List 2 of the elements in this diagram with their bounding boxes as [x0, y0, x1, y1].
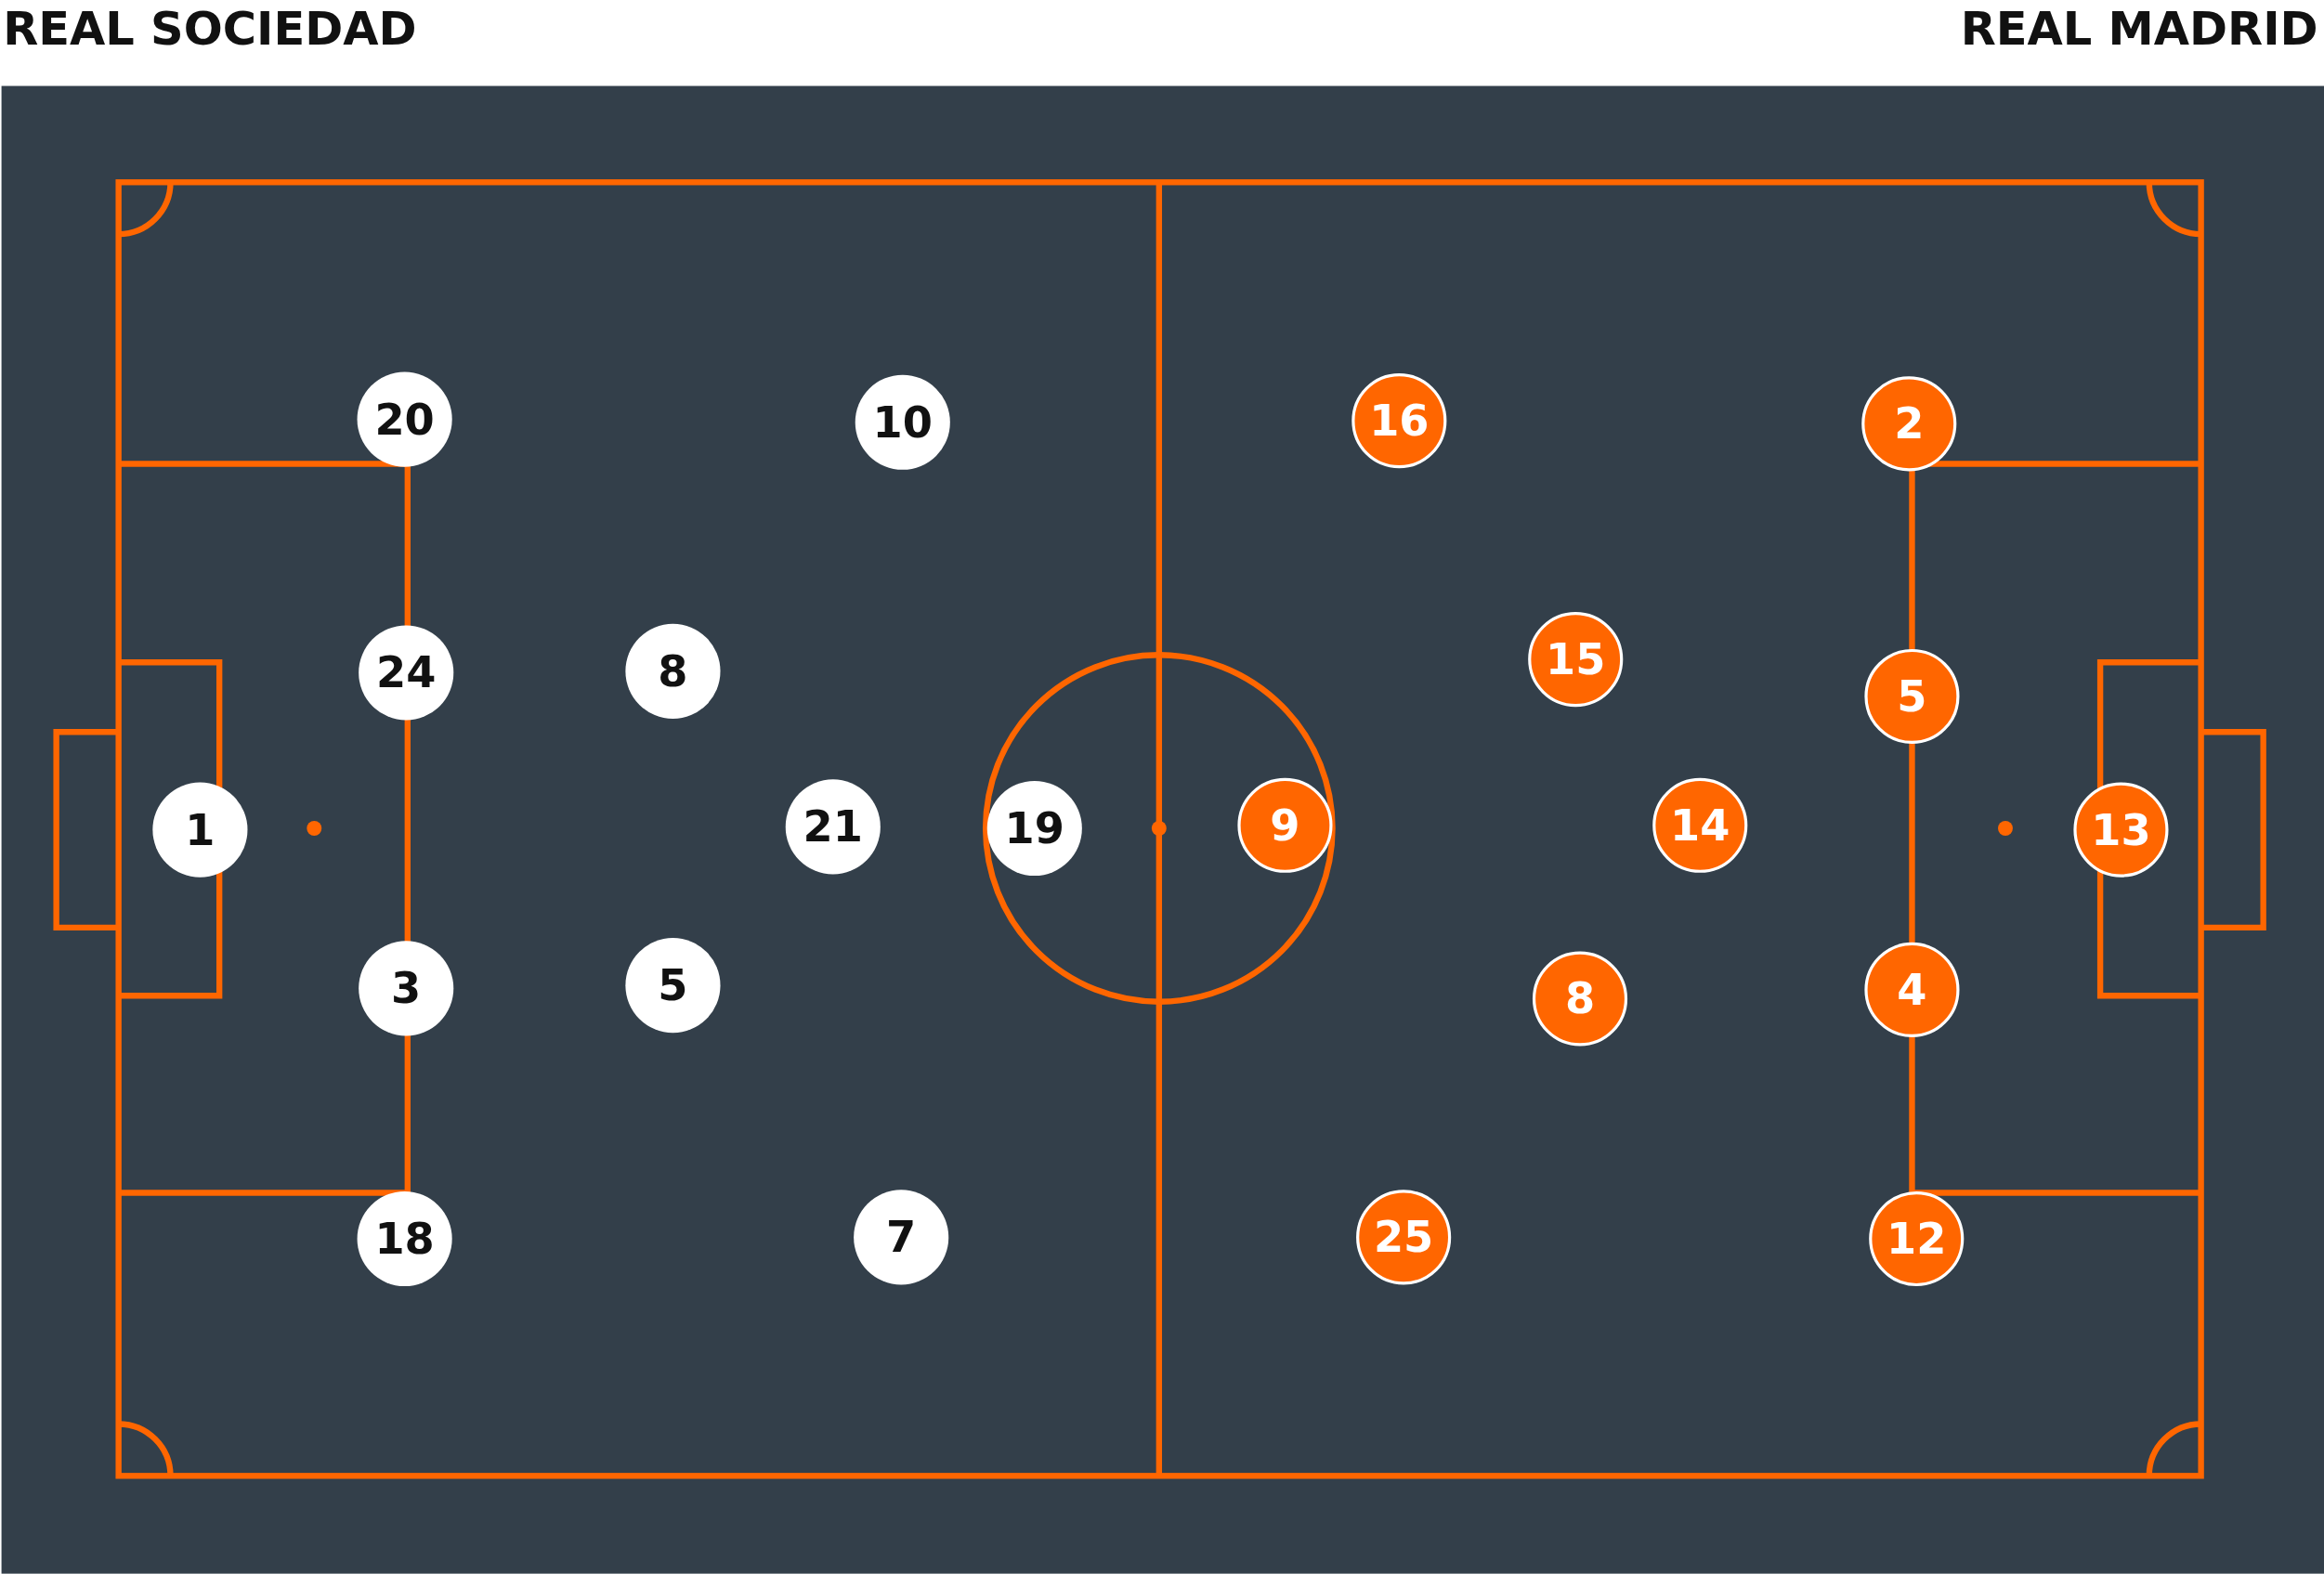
team-name: REAL SOCIEDAD — [3, 0, 417, 57]
team-name: REAL MADRID — [1960, 0, 2318, 57]
